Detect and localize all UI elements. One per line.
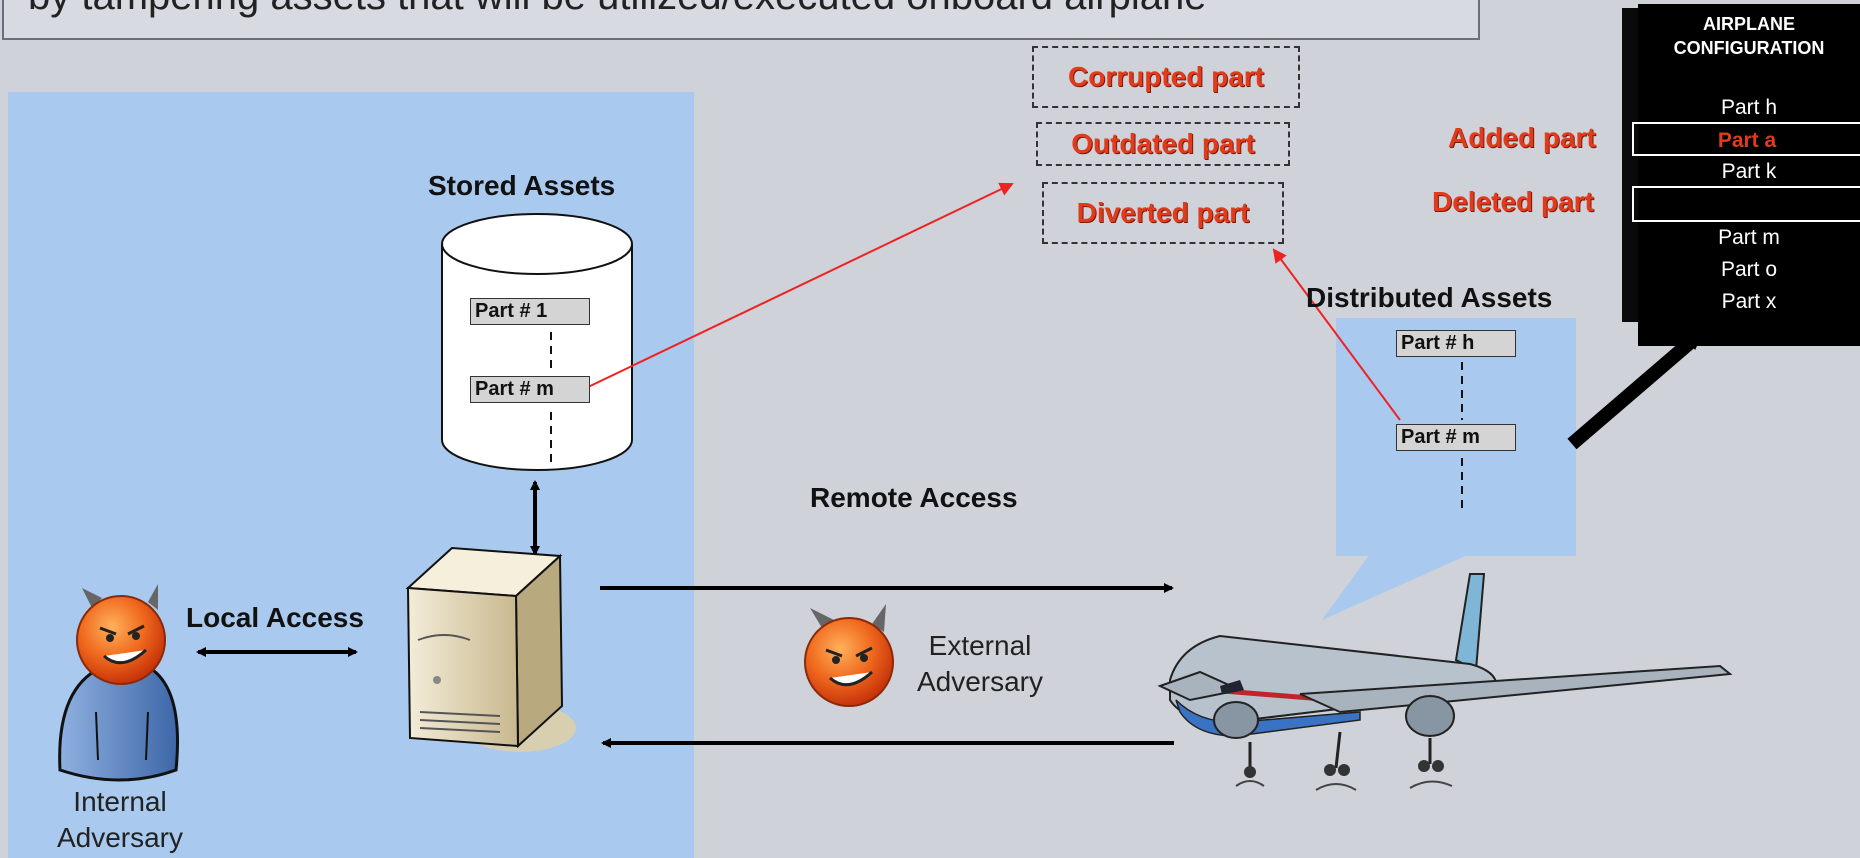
devil-face-icon [804, 604, 894, 707]
tamper-arrow-distributed [1272, 248, 1401, 421]
config-item-part-o: Part o [1720, 258, 1778, 281]
config-item-part-x: Part x [1721, 290, 1777, 313]
bubble-tail [1322, 554, 1470, 620]
local-access-label: Local Access [186, 602, 364, 633]
config-item-part-k: Part k [1721, 160, 1777, 183]
distributed-part-h: Part # h [1396, 330, 1516, 357]
server-icon [405, 546, 576, 752]
outdated-part-box: Outdated part [1036, 122, 1290, 166]
stored-assets-label: Stored Assets [428, 170, 616, 201]
config-item-part-m: Part m [1718, 226, 1780, 249]
config-item-deleted-slot [1632, 186, 1860, 222]
config-item-part-h: Part h [1720, 96, 1778, 119]
stored-part-1: Part # 1 [470, 298, 590, 325]
distributed-assets-label: Distributed Assets [1306, 282, 1553, 313]
corrupted-part-box: Corrupted part [1032, 46, 1300, 108]
to-config-arrow [1567, 328, 1705, 450]
database-cylinder-icon [441, 213, 633, 471]
internal-adversary-line2: Adversary [56, 822, 184, 853]
airplane-icon [1157, 573, 1733, 791]
airplane-configuration-panel: AIRPLANE CONFIGURATION Part h Part a Par… [1632, 4, 1860, 346]
tamper-arrow-stored [585, 182, 1014, 389]
stored-part-m: Part # m [470, 376, 590, 403]
config-title-line2: CONFIGURATION [1673, 38, 1825, 58]
added-part-label: Added part [1448, 122, 1596, 153]
config-title-line1: AIRPLANE [1702, 14, 1795, 34]
external-adversary-line2: Adversary [916, 666, 1044, 697]
distributed-part-m: Part # m [1396, 424, 1516, 451]
external-adversary-label: External Adversary [908, 628, 1052, 700]
remote-access-label: Remote Access [810, 482, 1018, 513]
title-frame [2, 0, 1480, 40]
internal-adversary-line1: Internal [73, 786, 167, 817]
deleted-part-label: Deleted part [1432, 186, 1594, 217]
diverted-part-box: Diverted part [1042, 182, 1284, 244]
devil-face-icon [76, 584, 166, 685]
external-adversary-line1: External [928, 630, 1032, 661]
diagram-title: by tampering assets that will be utilize… [28, 0, 1206, 19]
config-item-part-a-added: Part a [1632, 122, 1860, 156]
internal-adversary-label: Internal Adversary [40, 784, 200, 856]
config-title: AIRPLANE CONFIGURATION [1638, 4, 1860, 60]
